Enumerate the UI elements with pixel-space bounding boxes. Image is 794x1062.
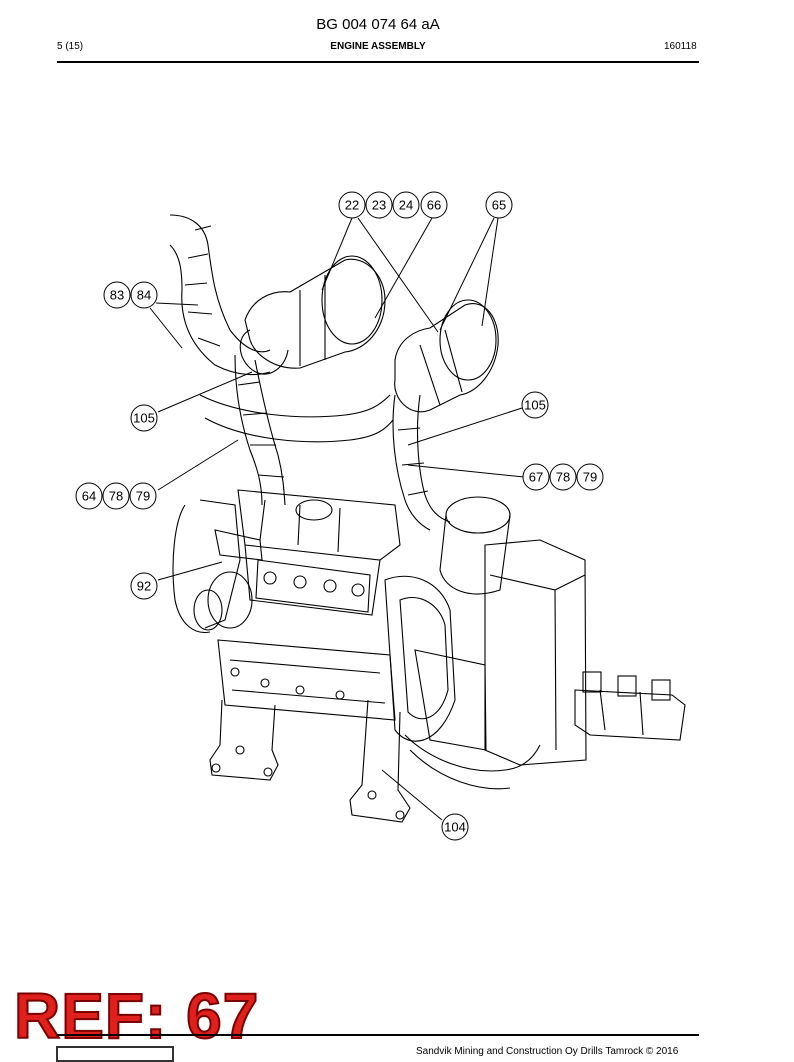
callout-84: 84 (137, 288, 151, 303)
callout-24: 24 (399, 198, 413, 213)
section-title: ENGINE ASSEMBLY (330, 41, 426, 52)
callout-105-left: 105 (133, 411, 155, 426)
document-number: BG 004 074 64 aA (316, 16, 440, 33)
header-rule (57, 61, 699, 63)
callout-104: 104 (444, 820, 466, 835)
callout-balloons (75, 191, 604, 841)
callout-79-right: 79 (583, 470, 597, 485)
callout-105-right: 105 (524, 398, 546, 413)
callout-79-left: 79 (136, 489, 150, 504)
callout-83: 83 (110, 288, 124, 303)
callout-67: 67 (529, 470, 543, 485)
footer-copyright: Sandvik Mining and Construction Oy Drill… (416, 1046, 679, 1057)
engine-linework (169, 214, 686, 823)
date-code: 160118 (664, 41, 697, 52)
callout-92: 92 (137, 579, 151, 594)
callout-78-right: 78 (556, 470, 570, 485)
callout-78-left: 78 (109, 489, 123, 504)
footer-rule (57, 1034, 699, 1036)
callout-64: 64 (82, 489, 96, 504)
callout-65: 65 (492, 198, 506, 213)
callout-23: 23 (372, 198, 386, 213)
sandvik-logo (56, 1046, 174, 1062)
callout-22: 22 (345, 198, 359, 213)
callout-66: 66 (427, 198, 441, 213)
page-number: 5 (15) (57, 41, 84, 52)
leader-lines (149, 217, 525, 821)
reference-stamp: REF: 67 (13, 980, 260, 1052)
